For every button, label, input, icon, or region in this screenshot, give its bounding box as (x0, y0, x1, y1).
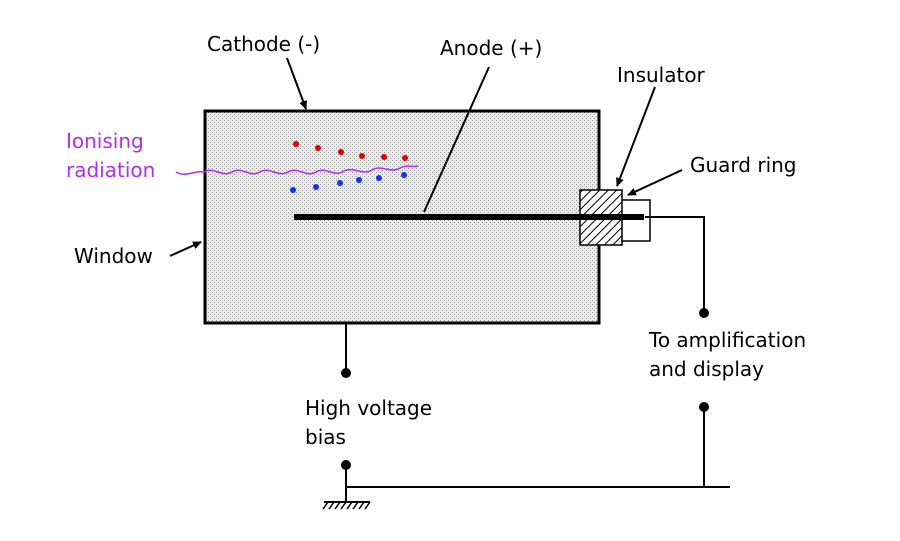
guard-ring-label: Guard ring (690, 153, 797, 177)
cathode-pointer (286, 57, 307, 110)
positive-ions (293, 141, 408, 161)
ionising-radiation-label: Ionising radiation (66, 129, 156, 182)
high-voltage-label: High voltage bias (305, 396, 433, 449)
amplification-terminal-top (699, 308, 709, 318)
radiation-track (175, 165, 419, 175)
amplification-label: To amplification and display (649, 328, 807, 381)
electrons (290, 172, 407, 193)
signal-wire (645, 216, 705, 313)
bias-terminal-top (341, 368, 351, 378)
insulator-pointer (616, 86, 656, 187)
cathode-label: Cathode (-) (207, 32, 321, 56)
anode-pointer (423, 66, 490, 213)
anode-label: Anode (+) (440, 36, 543, 60)
ground-symbol (322, 501, 371, 510)
window-label: Window (74, 244, 153, 268)
anode-rod (294, 214, 644, 220)
guard-ring (619, 199, 651, 242)
anode-rod-through (580, 214, 644, 220)
window-pointer (169, 241, 202, 257)
guard-ring-pointer (627, 169, 683, 196)
insulator-label: Insulator (617, 63, 705, 87)
